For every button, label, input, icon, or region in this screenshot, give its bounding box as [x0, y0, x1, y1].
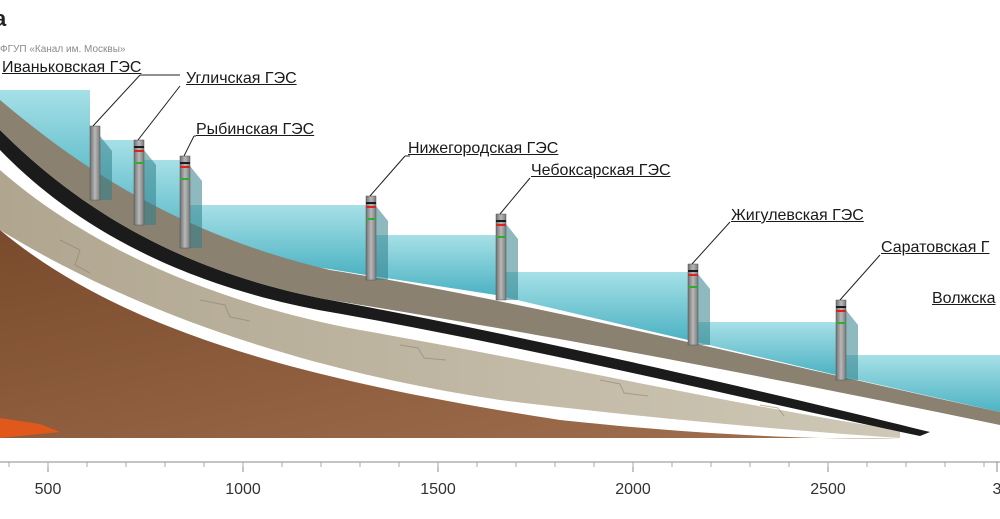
- geology: [0, 100, 1000, 439]
- label-uglichskaya: Угличская ГЭС: [186, 70, 297, 87]
- leader-line: [691, 221, 731, 265]
- source-caption: ФГУП «Канал им. Москвы»: [0, 44, 126, 55]
- gravel-layer: [0, 100, 1000, 425]
- level-mark: [366, 218, 376, 220]
- leader-line: [499, 177, 531, 215]
- level-mark: [134, 162, 144, 164]
- axis-tick-label: 1500: [420, 481, 456, 498]
- dam-shadow: [376, 206, 388, 280]
- level-mark: [366, 206, 376, 208]
- axis-tick-label: 1000: [225, 481, 261, 498]
- axis-tick-label: 2500: [810, 481, 846, 498]
- leader-line: [369, 155, 406, 197]
- axis-ticks: [8, 462, 998, 472]
- dam-shadow: [698, 274, 710, 345]
- clay-layer: [0, 230, 900, 439]
- dam-pillar: [179, 155, 191, 249]
- dam-uglich: [133, 139, 156, 226]
- label-zhigulevskaya: Жигулевская ГЭС: [731, 207, 864, 224]
- dam-shadow: [190, 166, 202, 248]
- level-mark: [180, 162, 190, 164]
- label-leaders: [92, 74, 881, 301]
- reservoir-gorky: [180, 205, 366, 275]
- stone-layer: [0, 170, 900, 438]
- stone-cracks: [59, 239, 785, 417]
- axis-tick-label-partial: 3: [992, 481, 1000, 498]
- dams: [89, 125, 858, 381]
- dam-pillar: [133, 139, 145, 226]
- level-mark: [836, 306, 846, 308]
- dam-rybinsk: [179, 155, 202, 249]
- label-rybinskaya: Рыбинская ГЭС: [196, 121, 315, 138]
- level-mark: [496, 220, 506, 222]
- page-title: а: [0, 6, 7, 31]
- level-mark: [134, 146, 144, 148]
- level-mark: [180, 166, 190, 168]
- label-saratovskaya: Саратовская Г: [881, 239, 990, 256]
- dam-saratov: [835, 299, 858, 381]
- dam-pillar: [687, 263, 699, 346]
- level-mark: [836, 322, 846, 324]
- reservoir-volgograd: [836, 355, 1000, 412]
- leader-line: [92, 74, 141, 127]
- axis-tick-label: 2000: [615, 481, 651, 498]
- level-mark: [134, 150, 144, 152]
- dam-pillar: [495, 213, 507, 301]
- dam-shadow: [100, 136, 112, 200]
- dam-shadow: [506, 224, 518, 300]
- dam-pillar: [365, 195, 377, 281]
- level-mark: [180, 178, 190, 180]
- axis-tick-label: 500: [34, 481, 62, 498]
- dam-pillar: [89, 125, 101, 201]
- dam-pillar: [835, 299, 847, 381]
- label-ivankovskaya: Иваньковская ГЭС: [2, 59, 142, 76]
- label-cheboksarskaya: Чебоксарская ГЭС: [531, 162, 671, 179]
- dam-gorky: [365, 195, 388, 281]
- leader-line: [137, 85, 181, 141]
- reservoir-cheboksary: [366, 235, 496, 295]
- level-mark: [366, 202, 376, 204]
- lava-streak: [0, 418, 60, 438]
- reservoir-saratov: [688, 322, 836, 375]
- leader-line: [183, 135, 195, 157]
- label-nizhegorodskaya: Нижегородская ГЭС: [408, 140, 559, 157]
- dam-cheboksary: [495, 213, 518, 301]
- label-volzhskaya: Волжска: [932, 290, 996, 307]
- level-mark: [688, 270, 698, 272]
- reservoir-kuybyshev: [496, 272, 688, 340]
- level-mark: [836, 310, 846, 312]
- level-mark: [688, 274, 698, 276]
- dam-shadow: [846, 310, 858, 380]
- dam-shadow: [144, 150, 156, 225]
- level-mark: [496, 236, 506, 238]
- level-mark: [496, 224, 506, 226]
- leader-line: [839, 254, 881, 301]
- dam-kuybyshev: [687, 263, 710, 346]
- level-mark: [688, 286, 698, 288]
- dam-ivankovo: [89, 125, 112, 201]
